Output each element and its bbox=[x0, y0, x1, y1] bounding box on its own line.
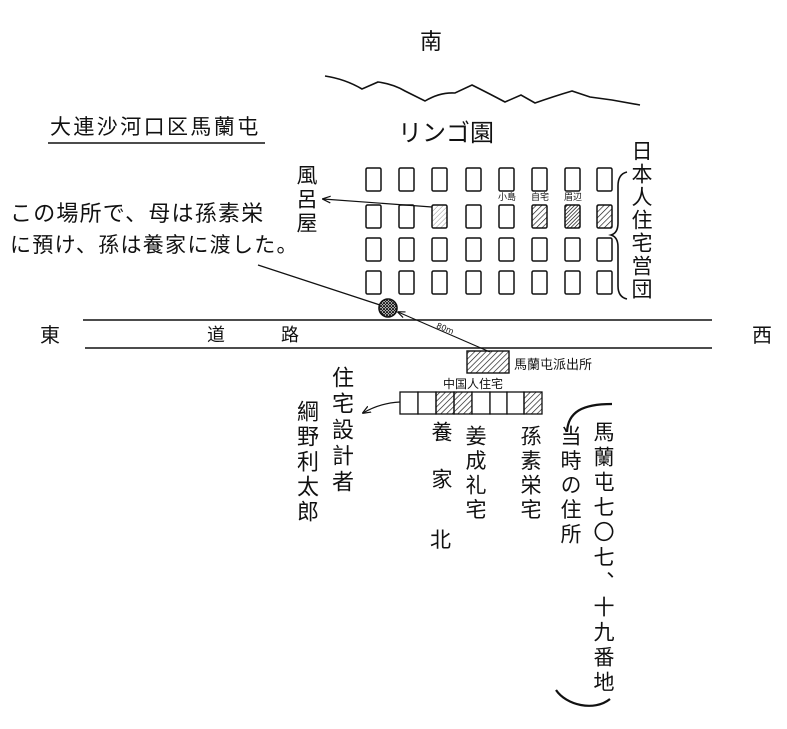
japanese-house bbox=[398, 270, 415, 295]
chinese-house bbox=[435, 391, 455, 415]
chinese-house bbox=[417, 391, 437, 415]
housing-group-label: 日本人住宅営団 bbox=[629, 140, 653, 301]
handover-spot-marker bbox=[378, 298, 398, 318]
japanese-house bbox=[531, 204, 548, 229]
japanese-house bbox=[564, 270, 581, 295]
distance-line bbox=[398, 312, 491, 353]
japanese-house bbox=[365, 167, 382, 192]
chinese-house bbox=[399, 391, 419, 415]
foster-home-label: 養家 bbox=[429, 421, 453, 515]
japanese-house bbox=[596, 204, 613, 229]
japanese-house bbox=[531, 167, 548, 192]
japanese-house bbox=[398, 167, 415, 192]
japanese-house bbox=[564, 204, 581, 229]
address-paren-top bbox=[565, 402, 613, 433]
compass-west: 西 bbox=[752, 323, 772, 347]
japanese-house bbox=[365, 270, 382, 295]
japanese-house bbox=[398, 204, 415, 229]
chinese-house bbox=[506, 391, 525, 415]
road-label-1: 道 bbox=[207, 325, 225, 346]
japanese-house bbox=[431, 167, 448, 192]
house-label-neighbor: 眉辺 bbox=[563, 193, 582, 203]
sun-house-label: 孫素栄宅 bbox=[518, 425, 542, 523]
address-label: 当時の住所 bbox=[558, 425, 582, 548]
compass-south: 南 bbox=[420, 30, 443, 55]
map-title: 大連沙河口区馬蘭屯 bbox=[50, 115, 261, 139]
chinese-house bbox=[523, 391, 543, 415]
housing-group-bracket bbox=[608, 171, 628, 300]
chinese-house bbox=[471, 391, 491, 415]
mountain-ridge bbox=[324, 75, 641, 106]
japanese-house bbox=[465, 167, 482, 192]
japanese-house bbox=[498, 237, 515, 262]
house-label-kojima: 小島 bbox=[497, 193, 516, 203]
chinese-housing-label: 中国人住宅 bbox=[443, 377, 504, 391]
chinese-house bbox=[489, 391, 508, 415]
bathhouse-label: 風呂屋 bbox=[294, 164, 318, 236]
compass-east: 東 bbox=[40, 323, 60, 347]
address-paren-bottom bbox=[555, 689, 611, 707]
kang-house-label: 姜成礼宅 bbox=[463, 425, 487, 523]
apple-orchard-label: リンゴ園 bbox=[398, 119, 494, 147]
compass-north: 北 bbox=[430, 528, 451, 552]
japanese-house bbox=[596, 270, 613, 295]
chinese-house bbox=[453, 391, 473, 415]
designer-arrow bbox=[363, 401, 401, 413]
japanese-house bbox=[498, 167, 515, 192]
japanese-house bbox=[596, 237, 613, 262]
bathhouse-arrow bbox=[323, 199, 433, 208]
note-leader-line bbox=[257, 264, 381, 306]
note-line-1: この場所で、母は孫素栄 bbox=[10, 202, 265, 227]
address-value: 馬蘭屯七〇七、十九番地 bbox=[591, 421, 615, 696]
japanese-house bbox=[564, 167, 581, 192]
japanese-house bbox=[431, 270, 448, 295]
japanese-house bbox=[564, 237, 581, 262]
police-box-building bbox=[466, 350, 510, 374]
japanese-house bbox=[465, 270, 482, 295]
chinese-housing-row bbox=[399, 391, 543, 415]
note-line-2: に預け、孫は養家に渡した。 bbox=[10, 233, 299, 257]
japanese-house bbox=[531, 237, 548, 262]
japanese-house bbox=[365, 204, 382, 229]
japanese-house bbox=[498, 270, 515, 295]
japanese-house bbox=[596, 167, 613, 192]
japanese-house bbox=[498, 204, 515, 229]
japanese-house bbox=[465, 237, 482, 262]
road-label-2: 路 bbox=[281, 325, 299, 346]
japanese-house bbox=[531, 270, 548, 295]
police-box-label: 馬蘭屯派出所 bbox=[514, 358, 593, 373]
japanese-house bbox=[465, 204, 482, 229]
designer-role: 住宅設計者 bbox=[328, 366, 353, 496]
japanese-house bbox=[431, 237, 448, 262]
japanese-house bbox=[398, 237, 415, 262]
japanese-housing-grid bbox=[365, 167, 613, 295]
japanese-house bbox=[365, 237, 382, 262]
japanese-house bbox=[431, 204, 448, 229]
house-label-own-home: 自宅 bbox=[530, 193, 549, 203]
designer-name: 綱野利太郎 bbox=[293, 400, 318, 525]
